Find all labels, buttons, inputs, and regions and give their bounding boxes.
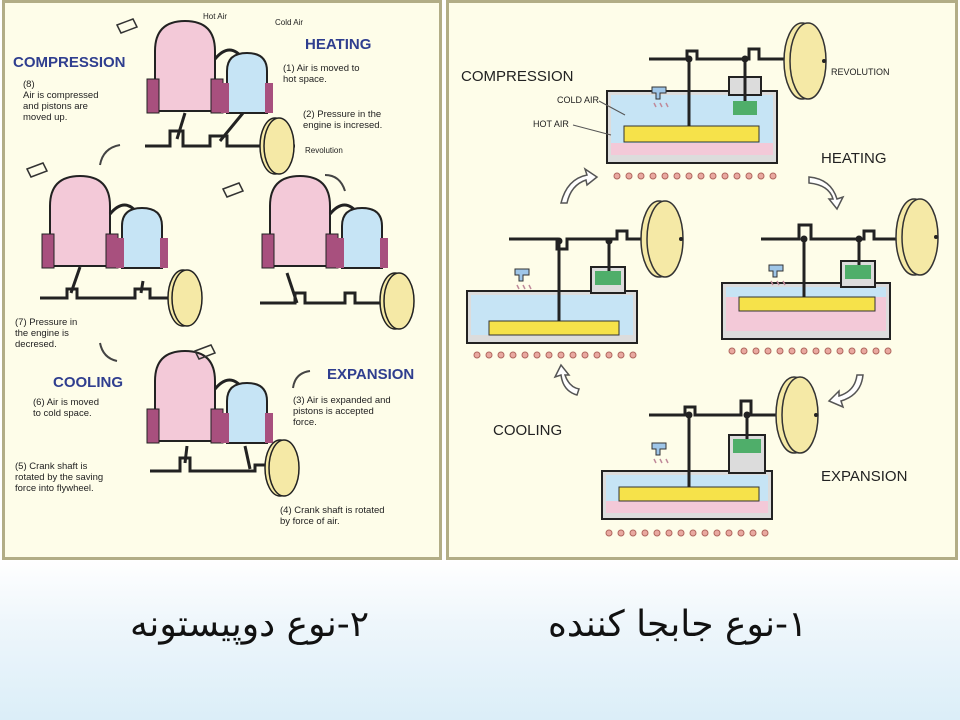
two-piston-diagram-panel: Hot Air Cold Air COMPRESSION HEATING COO… [2,0,442,560]
note-8-line1: (8) [23,79,35,90]
note-5-line2: rotated by the saving [15,472,103,483]
cold-air-pointer [598,100,626,116]
note-8-line2: Air is compressed [23,90,99,101]
hot-air-pointer [572,124,612,136]
heater-icon [221,182,245,198]
note-7-line2: the engine is [15,328,69,339]
expansion-title: EXPANSION [327,366,414,383]
note-5-line3: force into flywheel. [15,483,94,494]
note-1-line1: (1) Air is moved to [283,63,360,74]
note-7-line1: (7) Pressure in [15,317,77,328]
caption-two-piston-type: ۲-نوع دوپیستونه [130,604,370,645]
note-3-line1: (3) Air is expanded and [293,395,391,406]
note-5-line1: (5) Crank shaft is [15,461,88,472]
two-piston-diagram: Hot Air Cold Air COMPRESSION HEATING COO… [13,12,415,527]
heater-icon [193,344,217,360]
note-3-line3: force. [293,417,317,428]
hot-air-label: Hot Air [203,12,227,21]
slide-background [0,560,960,720]
heater-icon [25,162,49,178]
revolution-label: REVOLUTION [831,67,890,77]
note-6-line1: (6) Air is moved [33,397,99,408]
caption-displacer-type: ۱-نوع جابجا کننده [548,604,808,645]
heater-icon [115,18,139,34]
displacer-stage-right [721,198,939,355]
revolution-label: Revolution [305,146,343,155]
displacer-stage-left [466,200,684,359]
note-3-line2: pistons is accepted [293,406,374,417]
displacer-stage-compression [606,22,827,180]
displacer-diagram-panel: COMPRESSION HEATING COOLING EXPANSION RE… [446,0,958,560]
note-2-line1: (2) Pressure in the [303,109,381,120]
note-6-line2: to cold space. [33,408,92,419]
note-8-line3: and pistons are [23,101,88,112]
heating-label: HEATING [821,150,887,167]
note-4-line2: by force of air. [280,516,340,527]
note-2-line2: engine is incresed. [303,120,382,131]
cycle-arrow-icon [99,342,118,362]
cycle-arrow-icon [292,370,311,389]
engine-stage-right [260,174,415,330]
cycle-arrow-icon [808,176,845,211]
compression-title: COMPRESSION [13,54,126,71]
engine-stage-left [40,174,203,327]
compression-label: COMPRESSION [461,68,574,85]
cold-air-label: COLD AIR [557,95,600,105]
note-7-line3: decresed. [15,339,57,350]
cooling-title: COOLING [53,374,123,391]
expansion-label: EXPANSION [821,468,907,485]
note-1-line2: hot space. [283,74,327,85]
note-8-line4: moved up. [23,112,67,123]
cycle-arrow-icon [553,363,580,396]
engine-stage-bottom [145,349,300,497]
cycle-arrow-icon [324,174,346,192]
cycle-arrow-icon [827,374,864,409]
heating-title: HEATING [305,36,371,53]
hot-air-label: HOT AIR [533,119,569,129]
cycle-arrow-icon [560,167,599,204]
engine-stage-top [145,19,295,175]
displacer-stage-expansion [601,376,819,537]
displacer-diagram: COMPRESSION HEATING COOLING EXPANSION RE… [461,22,939,537]
cooling-label: COOLING [493,422,562,439]
cold-air-label: Cold Air [275,18,303,27]
note-4-line1: (4) Crank shaft is rotated [280,505,385,516]
cycle-arrow-icon [99,144,121,166]
